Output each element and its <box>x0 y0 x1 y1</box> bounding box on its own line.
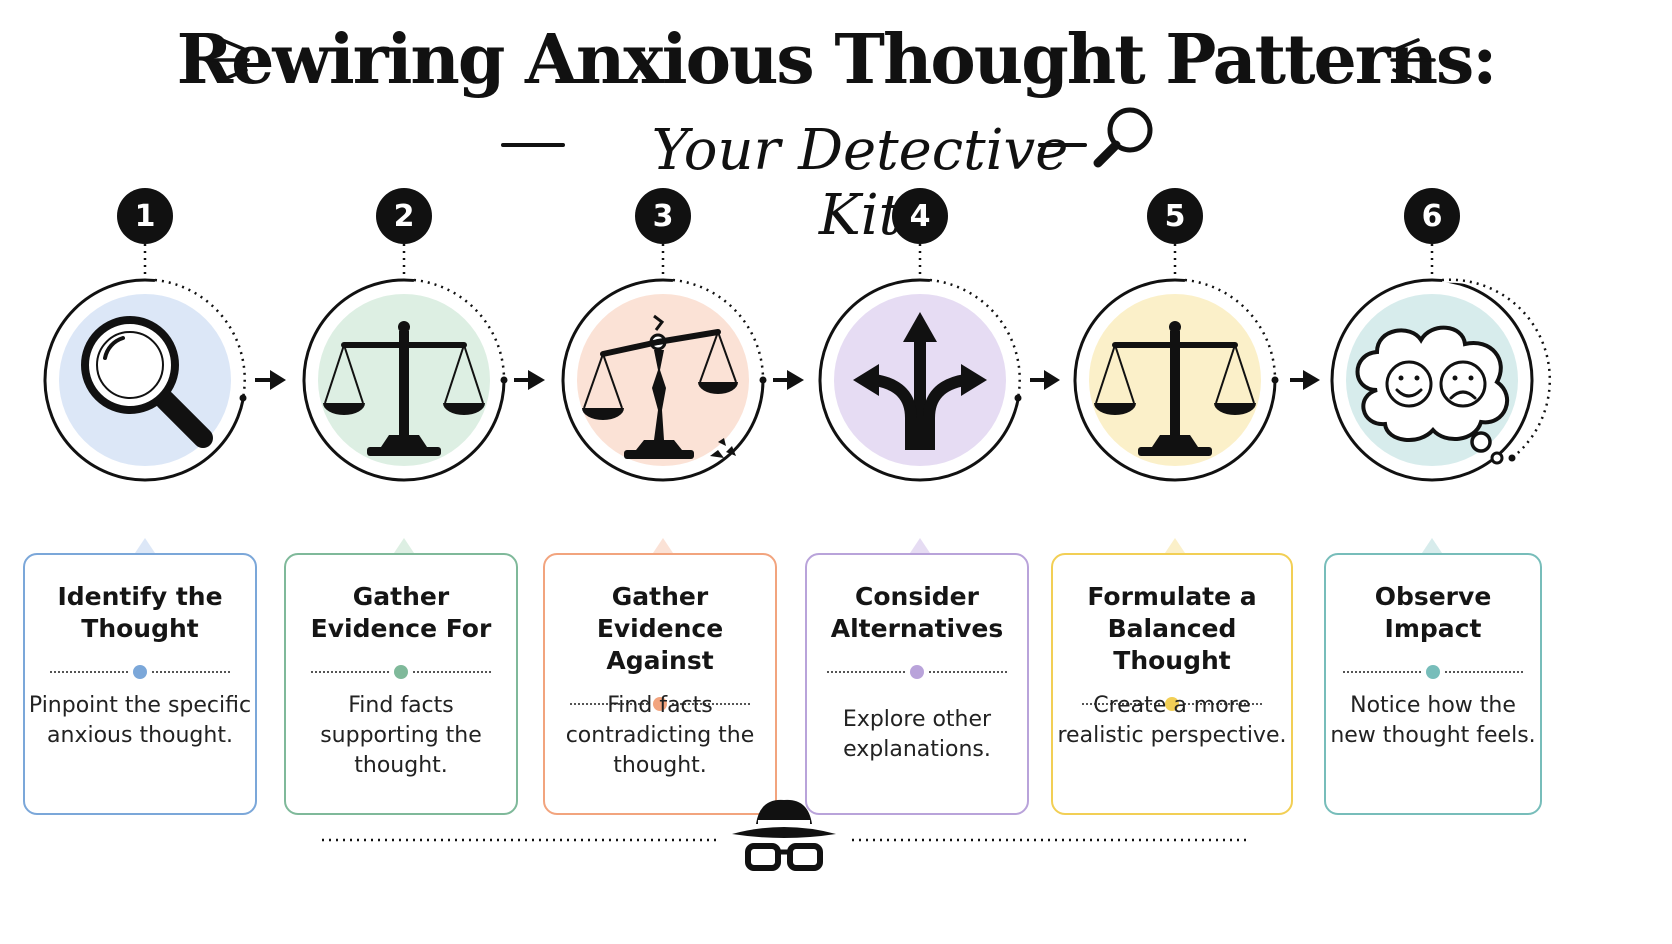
step-title: Identify the Thought <box>57 582 223 643</box>
balanced-scale-icon <box>1094 321 1256 456</box>
step-6: 6 Observe Impact Notice how the new thou… <box>1292 180 1572 840</box>
step-card: Observe Impact Notice how the new though… <box>1324 553 1542 815</box>
step-card: Identify the Thought Pinpoint the specif… <box>23 553 257 815</box>
thought-cloud-icon <box>1355 325 1509 465</box>
step-description: Find facts supporting the thought. <box>320 693 482 778</box>
arrow-5-6-icon <box>1303 370 1320 390</box>
step-1: 1 Identify the Thought Pinpoint the spec… <box>5 180 285 840</box>
right-burst-icon <box>1390 38 1436 82</box>
step-description: Pinpoint the specific anxious thought. <box>28 693 252 748</box>
broken-scale-icon <box>582 314 738 459</box>
step-divider <box>1343 665 1523 679</box>
balance-scale-icon <box>323 321 485 456</box>
page-title: Rewiring Anxious Thought Patterns: <box>176 20 1498 100</box>
step-4: 4 Consider Alternatives Explore other ex… <box>780 180 1060 840</box>
step-divider <box>311 665 491 679</box>
arrow-1-2-icon <box>270 370 286 390</box>
footer <box>0 790 1672 940</box>
step-card: Formulate a Balanced Thought Create a mo… <box>1051 553 1293 815</box>
step-description: Create a more realistic perspective. <box>1057 693 1287 748</box>
subtitle-magnifier-icon <box>1093 107 1153 168</box>
footer-decoration <box>322 799 1246 871</box>
step-title: Gather Evidence Against <box>596 582 724 675</box>
step-card: Gather Evidence Against Find facts contr… <box>543 553 777 815</box>
step-number: 5 <box>1147 188 1203 244</box>
step-2: 2 Gather Evidence For Find facts s <box>264 180 544 840</box>
step-divider <box>50 665 230 679</box>
flow-arrows <box>255 370 1320 390</box>
step-title: Observe Impact <box>1374 582 1492 643</box>
step-number: 1 <box>117 188 173 244</box>
step-3: 3 Gather Evidence Ag <box>523 180 803 840</box>
detective-hat-glasses-icon <box>732 799 836 871</box>
magnifying-glass-icon <box>81 316 213 448</box>
step-description: Find facts contradicting the thought. <box>565 693 755 778</box>
step-description: Notice how the new thought feels. <box>1330 693 1536 748</box>
step-divider <box>827 665 1007 679</box>
step-5: 5 Formulate a Balanced Thought Cre <box>1035 180 1315 840</box>
arrow-3-4-icon <box>787 370 804 390</box>
step-description: Explore other explanations. <box>842 707 992 762</box>
arrow-2-3-icon <box>528 370 545 390</box>
left-burst-icon <box>204 38 250 82</box>
step-number: 3 <box>635 188 691 244</box>
step-divider <box>570 697 750 711</box>
step-divider <box>1082 697 1262 711</box>
step-number: 4 <box>892 188 948 244</box>
title-area: Rewiring Anxious Thought Patterns: <box>0 10 1672 110</box>
step-card: Gather Evidence For Find facts supportin… <box>284 553 518 815</box>
arrow-4-5-icon <box>1044 370 1060 390</box>
page-subtitle: Your Detective Kit <box>651 118 1069 248</box>
step-title: Formulate a Balanced Thought <box>1087 582 1257 675</box>
step-number: 6 <box>1404 188 1460 244</box>
subtitle-decoration <box>501 143 1087 147</box>
step-number: 2 <box>376 188 432 244</box>
step-title: Gather Evidence For <box>310 582 492 643</box>
step-title: Consider Alternatives <box>830 582 1004 643</box>
step-card: Consider Alternatives Explore other expl… <box>805 553 1029 815</box>
branching-arrows-icon <box>853 312 987 450</box>
subtitle-area: Your Detective Kit <box>0 100 1672 248</box>
